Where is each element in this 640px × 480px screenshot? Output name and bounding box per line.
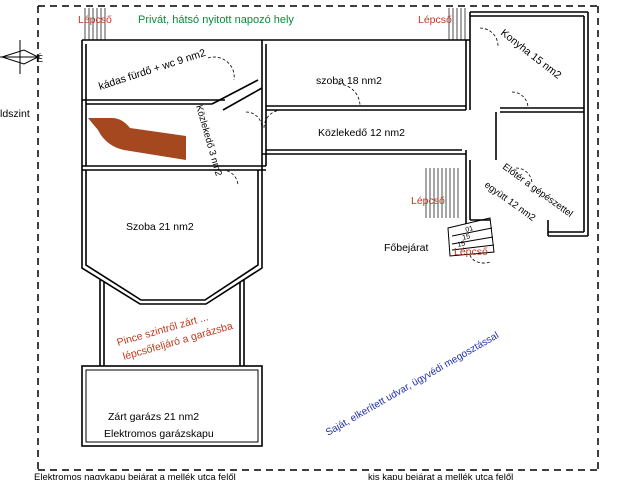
stairs-label-entrance: Lépcső: [454, 246, 488, 258]
main-entrance-label: Főbejárat: [384, 242, 428, 254]
kitchen-label: Konyha 15 nm2: [498, 27, 563, 82]
gate-big-label: Elektromos nagykapu bejárat a mellék utc…: [34, 472, 236, 480]
stairs-top-right: [448, 8, 466, 40]
room-21-label: Szoba 21 nm2: [126, 221, 194, 233]
property-boundary: [37, 5, 599, 471]
garage-walls: [81, 365, 263, 447]
stairs-top-left: [84, 8, 106, 40]
stairs-label-mid: Lépcső: [411, 195, 445, 207]
entrance-steps: [447, 217, 495, 264]
stair-number-1: 01: [465, 225, 474, 234]
compass-letter: É: [36, 52, 43, 65]
door-swings: [207, 27, 533, 187]
basement-passage: [99, 280, 245, 366]
anteroom-label-line1: Előtér a gépészettel: [500, 162, 574, 220]
stairs-mid: [425, 168, 459, 218]
gate-small-label: kis kapu bejárat a mellék utca felől: [368, 472, 513, 480]
room-18-label: szoba 18 nm2: [316, 75, 382, 87]
chimney-block: [88, 118, 186, 160]
garage-label: Zárt garázs 21 nm2: [108, 411, 199, 423]
stairs-label-top-left: Lépcső: [78, 14, 112, 26]
private-yard-label: Privát, hátsó nyitott napozó hely: [138, 14, 294, 26]
garage-door-label: Elektromos garázskapu: [104, 428, 214, 440]
room-21-walls: [81, 170, 263, 305]
stair-number-2: 15: [462, 233, 471, 242]
stair-number-3: 15: [457, 240, 466, 249]
corridor-12-label: Közlekedő 12 nm2: [318, 127, 405, 139]
house-walls: [81, 11, 589, 237]
floor-level-label: ldszint: [0, 108, 30, 120]
compass-icon: É: [0, 40, 43, 74]
bathroom-label: kádas fürdő + wc 9 nm2: [97, 47, 207, 93]
stairs-label-top-right: Lépcső: [418, 14, 452, 26]
own-yard-label: Saját, elkerített udvar, ügyvédi megoszt…: [324, 330, 501, 438]
